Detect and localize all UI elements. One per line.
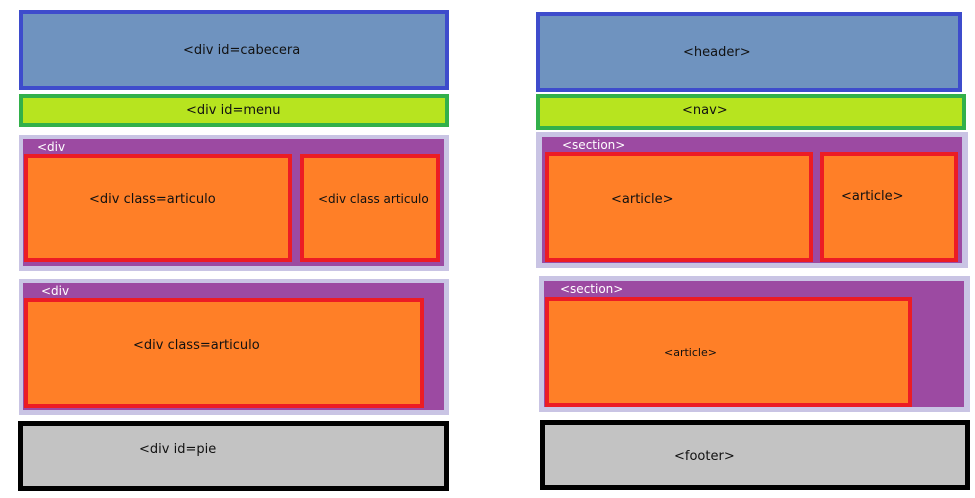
left-footer-box: [18, 421, 449, 491]
left-article-2: [24, 298, 424, 408]
left-header-label: <div id=cabecera: [183, 43, 301, 58]
right-section-2-tag: <section>: [560, 282, 624, 296]
right-article-2-label: <article>: [664, 346, 717, 359]
left-footer-label: <div id=pie: [139, 442, 217, 457]
right-article-1a: [545, 152, 813, 262]
right-header-label: <header>: [683, 45, 751, 60]
right-footer-label: <footer>: [674, 449, 735, 464]
right-footer-box: [540, 420, 970, 490]
right-article-1b-label: <article>: [841, 189, 904, 204]
right-article-1a-label: <article>: [611, 192, 674, 207]
right-section-1-tag: <section>: [562, 138, 626, 152]
right-article-2: [545, 297, 912, 407]
left-article-1a: [24, 154, 292, 262]
right-article-1b: [820, 152, 958, 262]
left-div-block-1-tag: <div: [37, 140, 66, 154]
left-menu-label: <div id=menu: [186, 103, 281, 118]
left-div-block-2-tag: <div: [41, 284, 70, 298]
left-article-1a-label: <div class=articulo: [89, 192, 216, 207]
left-header-box: [19, 10, 449, 90]
left-article-2-label: <div class=articulo: [133, 338, 260, 353]
left-menu-box: [19, 94, 449, 127]
right-header-box: [536, 12, 962, 92]
right-nav-label: <nav>: [682, 103, 728, 118]
left-article-1b-label: <div class articulo: [318, 192, 429, 206]
right-nav-box: [536, 94, 966, 130]
left-article-1b: [300, 154, 440, 262]
